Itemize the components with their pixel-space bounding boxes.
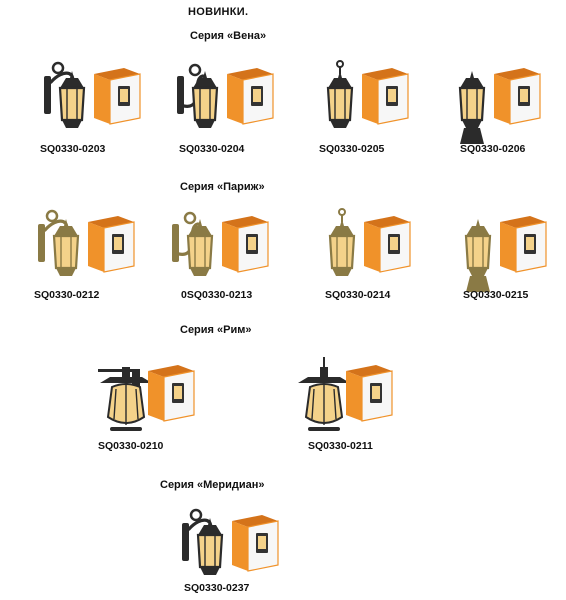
wall-lantern-icon [182, 508, 279, 575]
wall-lantern-icon [177, 63, 274, 128]
series-label-rim: Серия «Рим» [180, 324, 252, 336]
pendant-lantern-icon [326, 60, 409, 128]
product-image [290, 355, 420, 445]
product-code: SQ0330-0204 [179, 143, 245, 155]
product-code: SQ0330-0205 [319, 143, 385, 155]
product-image [92, 355, 222, 445]
wall-lantern-icon [172, 211, 269, 276]
product-image [180, 505, 300, 595]
product-code: SQ0330-0203 [40, 143, 106, 155]
series-label-parizh: Серия «Париж» [180, 181, 265, 193]
page-title: НОВИНКИ. [188, 6, 249, 18]
post-lantern-icon [458, 68, 541, 144]
pendant-lantern-icon [298, 357, 393, 431]
pendant-lantern-icon [328, 208, 411, 276]
product-code: SQ0330-0211 [308, 440, 373, 452]
series-label-vena: Серия «Вена» [190, 30, 267, 42]
wall-lantern-icon [44, 61, 141, 128]
product-code: SQ0330-0210 [98, 440, 164, 452]
product-image [170, 206, 290, 296]
product-code: SQ0330-0206 [460, 143, 526, 155]
product-code: 0SQ0330-0213 [181, 289, 253, 301]
product-image [448, 206, 566, 296]
product-code: SQ0330-0215 [463, 289, 529, 301]
product-image [42, 58, 162, 148]
product-code: SQ0330-0214 [325, 289, 391, 301]
product-code: SQ0330-0212 [34, 289, 100, 301]
product-image [442, 58, 562, 148]
wall-lantern-icon [38, 209, 135, 276]
product-code: SQ0330-0237 [184, 582, 250, 594]
post-lantern-icon [464, 216, 547, 292]
series-label-meridian: Серия «Меридиан» [160, 479, 265, 491]
product-image [310, 58, 430, 148]
product-image [36, 206, 156, 296]
product-image [175, 58, 295, 148]
product-image [312, 206, 432, 296]
wall-lantern-icon [98, 365, 195, 431]
